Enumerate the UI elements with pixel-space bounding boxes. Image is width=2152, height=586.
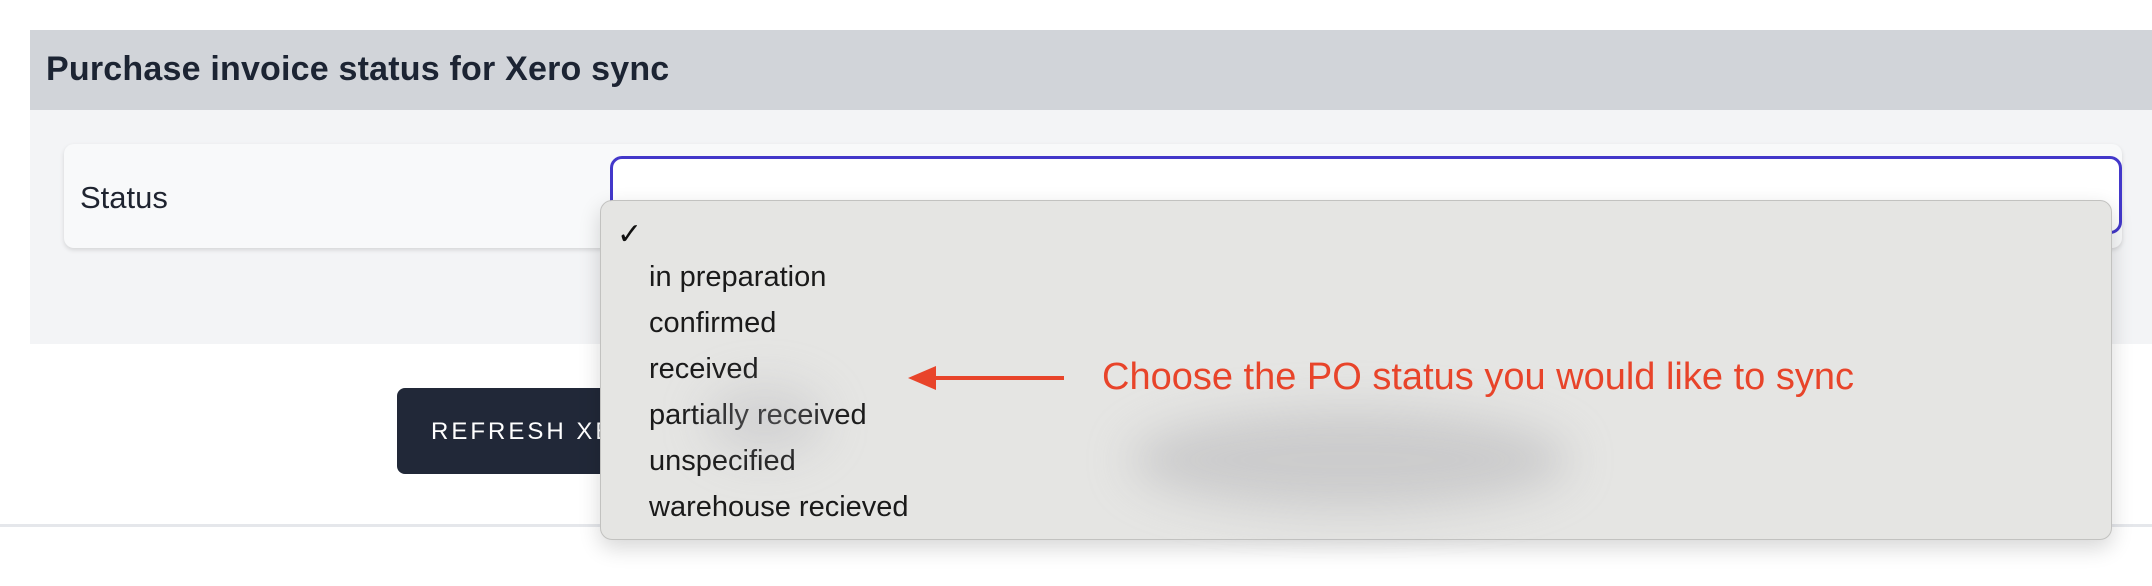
arrow-left-icon [908,366,1064,390]
status-label: Status [80,180,168,215]
option-partially-received[interactable]: partially received [649,399,867,431]
option-unspecified[interactable]: unspecified [649,445,796,477]
option-received[interactable]: received [649,353,759,385]
checkmark-icon: ✓ [617,217,643,252]
option-warehouse-recieved[interactable]: warehouse recieved [649,491,909,523]
option-in-preparation[interactable]: in preparation [649,261,827,293]
option-confirmed[interactable]: confirmed [649,307,777,339]
panel-title: Purchase invoice status for Xero sync [46,50,670,88]
annotation-text: Choose the PO status you would like to s… [1102,356,1854,398]
blurred-region-small [705,385,825,455]
option-blank[interactable] [649,201,2049,246]
panel-header: Purchase invoice status for Xero sync [30,30,2152,110]
status-dropdown-menu[interactable]: ✓ in preparation confirmed received part… [600,200,2112,540]
blurred-region [1130,410,1570,510]
